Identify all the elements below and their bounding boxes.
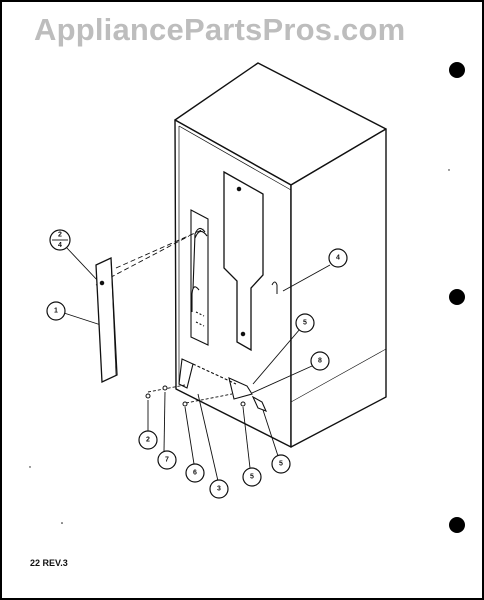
callout-7: 7 xyxy=(157,450,177,470)
callout-8: 8 xyxy=(310,351,330,371)
callout-3: 3 xyxy=(209,479,229,499)
watermark: AppliancePartsPros.com xyxy=(34,12,406,47)
binder-hole-middle xyxy=(449,289,465,305)
callout-5-lower-right-label: 5 xyxy=(279,461,283,468)
callout-3-label: 3 xyxy=(217,486,221,493)
tubing-channel xyxy=(190,209,209,346)
evaporator-cover-plate xyxy=(223,170,264,352)
lower-brackets xyxy=(178,358,268,412)
callout-2-4-top: 2 xyxy=(58,232,62,239)
callout-7-label: 7 xyxy=(165,457,169,464)
side-clip xyxy=(271,281,278,294)
trim-panel xyxy=(95,257,118,383)
cabinet-side-face xyxy=(290,128,387,448)
callout-2-4-bottom: 4 xyxy=(58,242,62,249)
scan-specks xyxy=(29,169,450,524)
binder-hole-top xyxy=(449,62,465,78)
binder-hole-bottom xyxy=(449,517,465,533)
callout-5-lower-right: 5 xyxy=(271,454,291,474)
callout-1: 1 xyxy=(46,301,66,321)
callout-1-label: 1 xyxy=(54,308,58,315)
callout-6: 6 xyxy=(185,463,205,483)
callout-4: 4 xyxy=(328,248,348,268)
callout-2: 2 xyxy=(138,430,158,450)
callout-5-upper-label: 5 xyxy=(303,320,307,327)
callout-5-lower-left-label: 5 xyxy=(250,474,254,481)
fasteners xyxy=(145,385,246,407)
callout-6-label: 6 xyxy=(193,470,197,477)
page-reference: 22 REV.3 xyxy=(30,558,68,568)
callout-4-label: 4 xyxy=(336,255,340,262)
callout-2-label: 2 xyxy=(146,437,150,444)
callout-8-label: 8 xyxy=(318,358,322,365)
refrigerator-cabinet xyxy=(174,62,387,448)
callout-5-upper: 5 xyxy=(295,313,315,333)
callout-2-4: 2 4 xyxy=(49,229,71,251)
callout-5-lower-left: 5 xyxy=(242,467,262,487)
